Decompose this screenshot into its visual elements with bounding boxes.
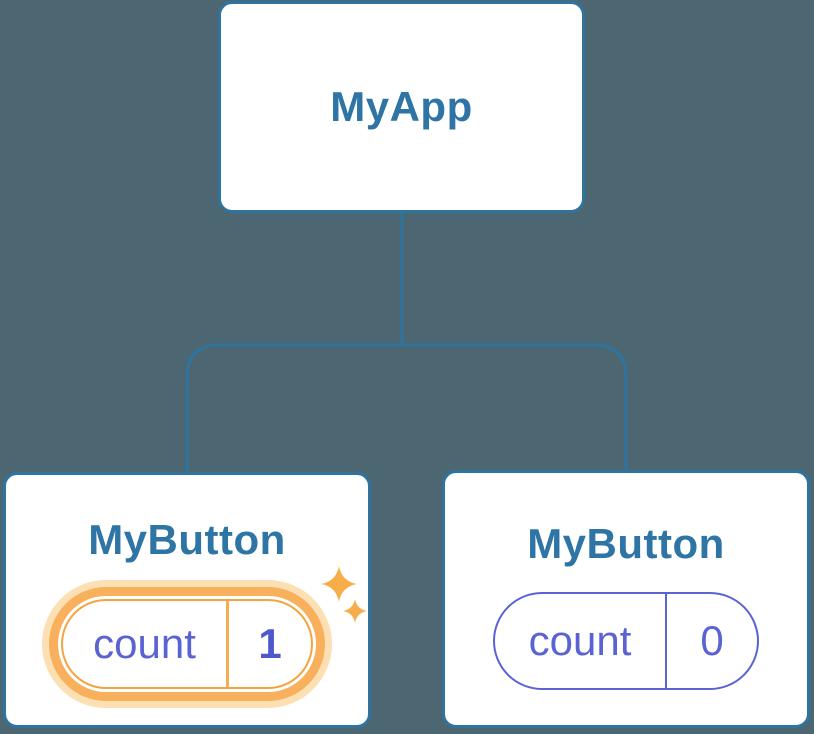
state-key: count <box>528 617 632 664</box>
state-pill-highlighted: count 1 <box>61 599 313 689</box>
component-label: MyButton <box>88 516 286 563</box>
component-node-mybutton-updated: MyButton count 1 <box>3 472 371 728</box>
state-pill-divider <box>665 594 667 688</box>
sparkle-icon <box>321 566 357 602</box>
state-key: count <box>93 620 196 667</box>
state-value: 0 <box>700 617 724 664</box>
component-node-mybutton: MyButton count 0 <box>442 470 810 728</box>
state-pill: count 0 <box>493 592 759 690</box>
connector-branch <box>185 343 628 474</box>
component-node-myapp: MyApp <box>218 1 585 213</box>
component-label: MyButton <box>527 520 725 567</box>
state-pill-divider <box>226 601 229 687</box>
component-label: MyApp <box>330 83 473 130</box>
sparkle-icon <box>343 599 367 623</box>
state-value: 1 <box>258 620 282 667</box>
